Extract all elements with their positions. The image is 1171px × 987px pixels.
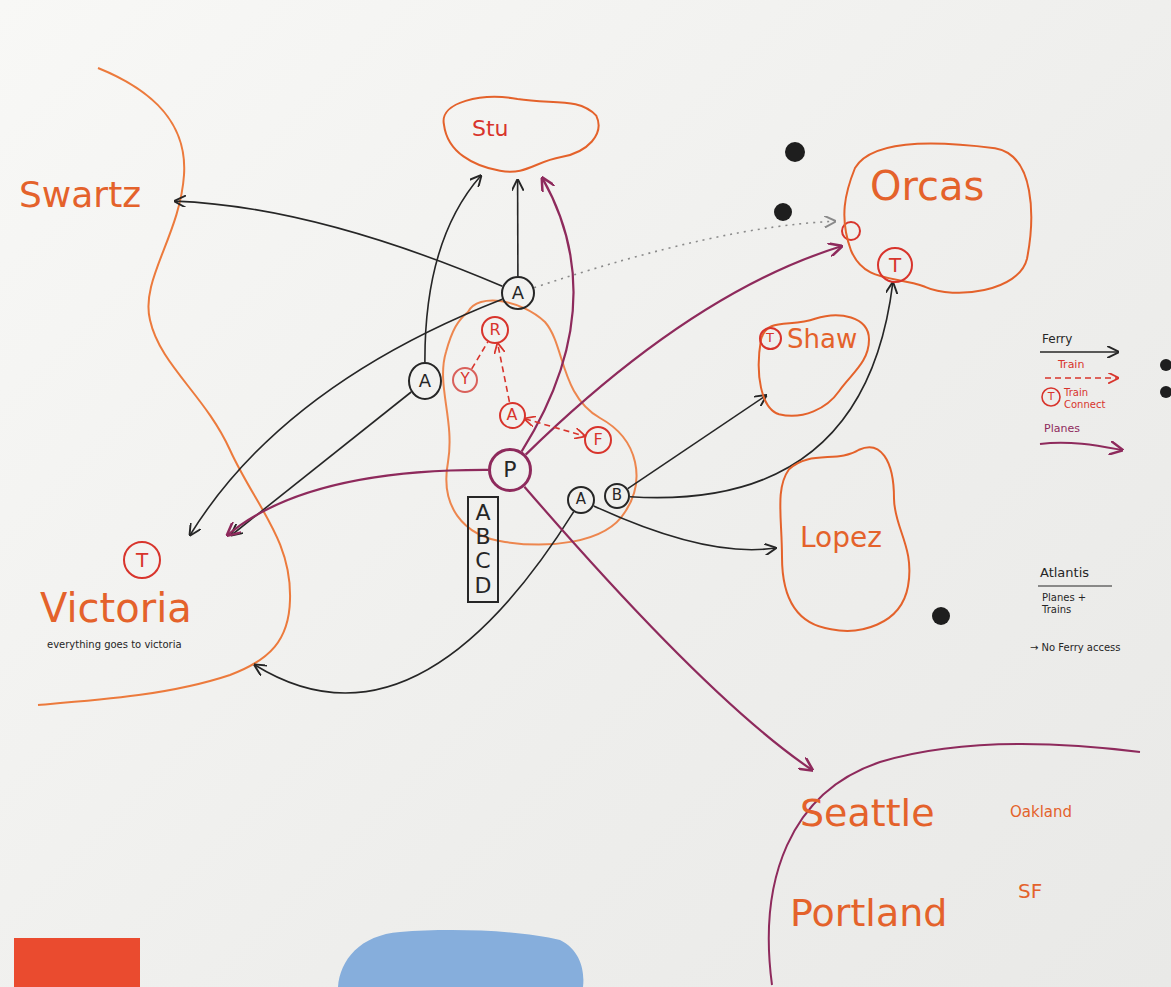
mainland-coast — [769, 744, 1140, 985]
ferry-dock: A — [501, 276, 535, 310]
node-letter: A — [512, 283, 524, 304]
legend-text: Train Connect — [1064, 387, 1126, 410]
ferry-route — [175, 201, 502, 286]
place-name: Portland — [790, 892, 947, 936]
island-outline — [444, 97, 599, 172]
note: → No Ferry access — [1030, 642, 1121, 654]
island-shape: OrcasT — [835, 135, 1035, 300]
node-letter: Y — [460, 371, 469, 388]
gate-box: ABCD — [467, 496, 499, 603]
train-station: A — [499, 402, 526, 429]
place-name: Swartz — [19, 174, 141, 215]
place-name: everything goes to victoria — [47, 639, 182, 651]
eraser-cloth — [338, 930, 583, 987]
plane-route — [228, 470, 488, 535]
island-shape: Shaw T — [755, 305, 875, 420]
ferry-route — [630, 283, 893, 498]
train-route — [525, 419, 585, 436]
coastline — [38, 68, 290, 705]
legend-text: Ferry — [1042, 333, 1072, 347]
island-outline — [755, 305, 875, 420]
symbol-letter: T — [1042, 388, 1060, 406]
node-letter: P — [503, 457, 516, 482]
train-route — [498, 344, 510, 402]
node-letter: R — [489, 321, 500, 339]
node-letter: A — [419, 371, 431, 392]
place-name: Lopez — [800, 522, 882, 554]
place-name: Stu — [472, 116, 509, 141]
island-shape: Lopez — [775, 440, 915, 635]
legend-text: Train — [1058, 359, 1084, 372]
place-name: Shaw — [787, 325, 857, 355]
ferry-route — [425, 176, 481, 362]
place-name: Victoria — [40, 585, 192, 631]
ferry-route — [594, 506, 776, 550]
node-letter: T — [766, 331, 774, 346]
legend-train-connect-sample — [1042, 388, 1060, 406]
train-connect: T — [123, 541, 161, 579]
node-letter: ABCD — [472, 501, 494, 598]
place-name: SF — [1018, 880, 1042, 903]
place-name: Orcas — [870, 163, 984, 209]
region-label: Victoria everything goes to victoria T — [35, 535, 265, 665]
island-outline — [443, 301, 636, 545]
ferry-route — [628, 396, 766, 489]
magnet — [1160, 386, 1171, 398]
legend-text: Planes — [1044, 423, 1080, 436]
legend-train-sample — [1045, 377, 1118, 379]
train-connect: T — [877, 247, 913, 283]
plane-route — [524, 487, 812, 770]
legend-ferry-sample — [1040, 351, 1118, 353]
node-letter: T — [136, 549, 148, 572]
train-station: R — [481, 316, 509, 344]
sticky-note — [14, 938, 140, 987]
ferry-dock: A — [567, 486, 595, 514]
node-letter: A — [576, 491, 586, 508]
place-name: Oakland — [1010, 804, 1072, 821]
plane-route — [522, 178, 574, 451]
heading-underline — [1038, 585, 1112, 586]
heading: Atlantis — [1040, 566, 1089, 581]
train-connect: T — [759, 327, 782, 350]
ferry-dock: A — [408, 362, 442, 400]
ferry-route — [517, 180, 519, 276]
node-letter: A — [507, 406, 518, 424]
node-letter: B — [612, 487, 622, 504]
island-outline — [844, 144, 1031, 293]
ferry-dock: B — [604, 483, 630, 509]
node-letter: T — [889, 254, 901, 277]
magnet — [932, 607, 950, 625]
island-outline — [759, 315, 869, 415]
train-station: F — [584, 426, 612, 454]
ferry-route — [190, 299, 502, 535]
legend-plane-sample — [1040, 443, 1122, 450]
island-shape: Stu — [430, 88, 605, 180]
place-name: Seattle — [800, 792, 935, 836]
island-outline — [780, 447, 909, 630]
magnet — [1160, 359, 1171, 371]
note: Planes + Trains — [1042, 592, 1090, 615]
magnet — [785, 142, 805, 162]
airport: P — [488, 448, 532, 492]
island-outline — [835, 135, 1035, 300]
region-label: Swartz — [15, 168, 175, 228]
train-station: Y — [452, 367, 478, 393]
island-outline — [430, 88, 605, 180]
ferry-route — [255, 512, 574, 693]
magnet — [774, 203, 792, 221]
mainland-region: Seattle OaklandPortland SF — [780, 770, 1140, 970]
ferry-route — [534, 221, 835, 287]
node-letter: F — [593, 431, 602, 449]
train-route — [472, 342, 488, 369]
